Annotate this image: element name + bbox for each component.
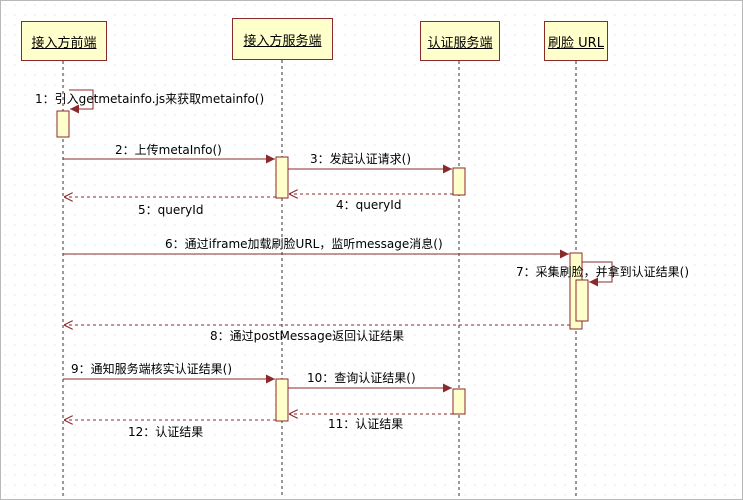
activation-client-frontend xyxy=(56,110,70,138)
participant-client-frontend[interactable]: 接入方前端 xyxy=(21,21,107,61)
message-12-label: 12：认证结果 xyxy=(128,425,203,439)
activation-auth-server-2 xyxy=(452,388,466,415)
message-5-label: 5：queryId xyxy=(138,203,203,217)
activation-auth-server-1 xyxy=(452,167,466,196)
participant-face-url[interactable]: 刷脸 URL xyxy=(544,21,608,61)
message-3-label: 3：发起认证请求() xyxy=(310,151,411,166)
activation-face-url-inner xyxy=(575,279,589,322)
message-7-arrow[interactable] xyxy=(582,261,613,287)
message-1-label: 1：引入getmetainfo.js来获取metainfo() xyxy=(35,92,264,106)
message-2-label: 2：上传metaInfo() xyxy=(115,142,222,157)
activation-client-server-2 xyxy=(275,378,289,422)
activation-client-server-1 xyxy=(275,156,289,199)
participant-client-server[interactable]: 接入方服务端 xyxy=(232,18,333,60)
message-1-arrow[interactable] xyxy=(69,89,94,114)
message-7-label: 7：采集刷脸，并拿到认证结果() xyxy=(516,264,689,279)
message-9-label: 9：通知服务端核实认证结果() xyxy=(71,361,232,376)
participant-auth-server[interactable]: 认证服务端 xyxy=(420,21,500,61)
message-6-label: 6：通过iframe加载刷脸URL，监听message消息() xyxy=(165,236,443,251)
message-8-label: 8：通过postMessage返回认证结果 xyxy=(210,329,404,343)
message-11-label: 11：认证结果 xyxy=(328,417,403,431)
message-10-label: 10：查询认证结果() xyxy=(307,371,416,385)
message-4-label: 4：queryId xyxy=(336,198,401,212)
